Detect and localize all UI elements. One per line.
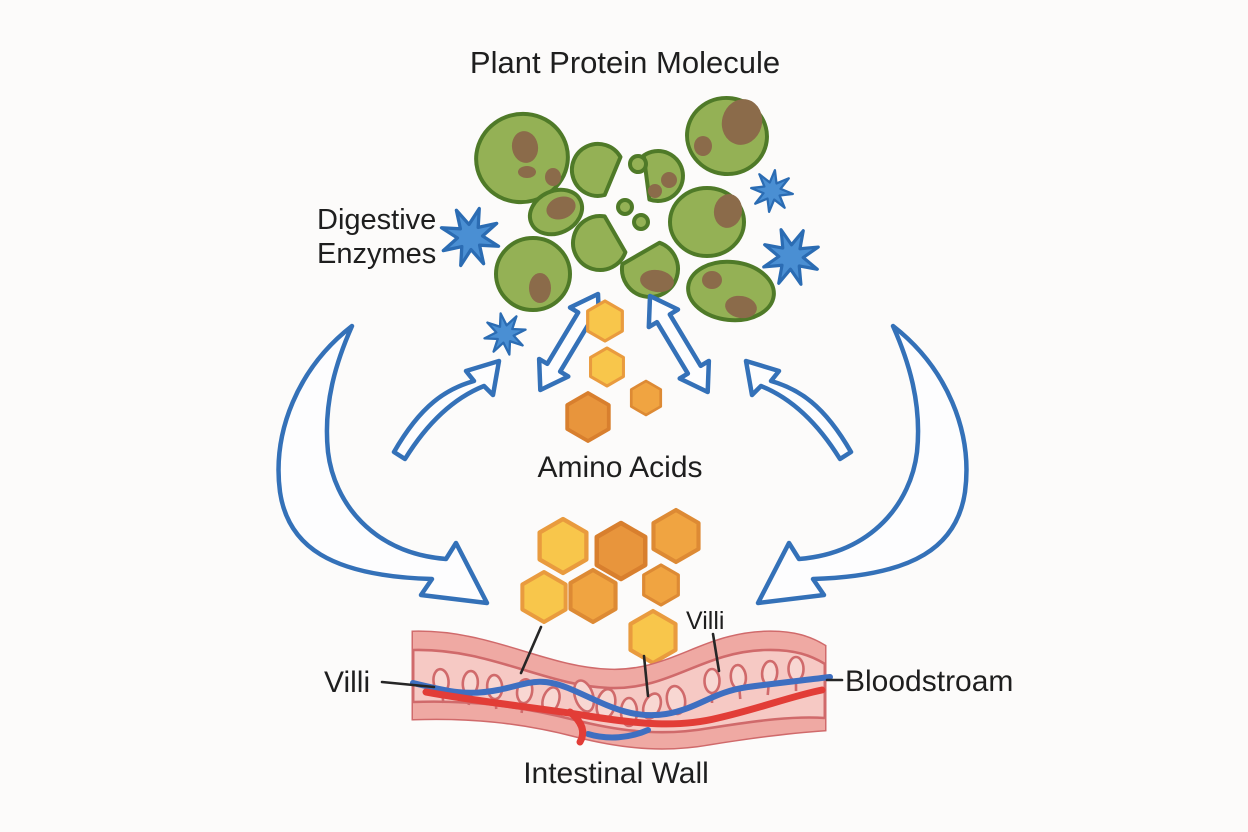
- amino-acid-hexagon: [630, 611, 675, 663]
- enzyme-star-icon: [478, 307, 532, 361]
- protein-spot: [661, 172, 677, 188]
- protein-fragment: [616, 198, 634, 216]
- villi-small-label: Villi: [686, 607, 724, 635]
- amino-acid-hexagon: [653, 510, 698, 562]
- protein-fragment: [632, 213, 650, 231]
- curved-arrow-up-right: [746, 361, 851, 459]
- red-vessel-branch: [566, 708, 587, 746]
- blue-vessel-branch: [585, 727, 651, 741]
- amino-acid-hexagon: [629, 379, 663, 417]
- protein-spot: [511, 131, 539, 163]
- wall-outer-strip-bottom: [413, 701, 825, 749]
- big-curved-arrow-right: [758, 326, 966, 603]
- leader-line: [519, 625, 543, 675]
- digestive-enzymes-line2: Enzymes: [317, 238, 436, 270]
- enzyme-star-icon: [747, 166, 797, 216]
- amino-acid-hexagon: [589, 346, 625, 388]
- protein-fragment: [569, 141, 623, 198]
- intestinal-wall: [410, 630, 833, 750]
- protein-spot: [546, 196, 576, 220]
- plant-protein-molecule-cluster: [474, 95, 776, 323]
- wall-inner-line-top: [412, 648, 826, 690]
- red-vessel: [422, 686, 826, 728]
- amino-acid-hexagon: [570, 570, 615, 622]
- villi-label: Villi: [324, 666, 370, 699]
- amino-acid-hexagon: [586, 299, 624, 343]
- digestive-enzymes-label: Digestive Enzymes: [317, 204, 436, 270]
- protein-blob: [494, 236, 572, 312]
- digestive-enzymes-line1: Digestive: [317, 204, 436, 236]
- protein-spot: [725, 295, 757, 319]
- amino-acid-hexagon: [642, 563, 680, 607]
- intestinal-wall-label: Intestinal Wall: [523, 757, 709, 790]
- protein-fragment: [628, 154, 648, 174]
- protein-spot: [640, 269, 674, 293]
- protein-spot: [529, 273, 551, 303]
- curved-arrow-up-left: [394, 361, 499, 459]
- bloodstream-label: Bloodstroam: [845, 665, 1013, 698]
- leader-line-villi-small: [711, 632, 721, 673]
- protein-spot: [518, 166, 536, 178]
- amino-acid-hexagon: [520, 570, 568, 624]
- leader-line-villi: [380, 680, 436, 689]
- leader-line: [642, 654, 650, 698]
- wall-outer-strip-top: [413, 631, 825, 689]
- protein-spot: [713, 194, 743, 228]
- protein-fragment: [571, 213, 628, 272]
- amino-acid-hexagon: [597, 523, 645, 579]
- amino-acids-label: Amino Acids: [537, 451, 702, 484]
- protein-spot: [545, 168, 561, 186]
- amino-acid-hexagons-lower: [520, 510, 698, 663]
- amino-acid-hexagon: [540, 519, 587, 573]
- protein-spot: [702, 271, 722, 289]
- big-curved-arrow-left: [279, 326, 487, 603]
- blue-vessel: [410, 674, 833, 719]
- protein-spot: [694, 136, 712, 156]
- protein-spot: [648, 184, 662, 198]
- diagram-title: Plant Protein Molecule: [470, 45, 780, 80]
- protein-spot: [721, 99, 763, 145]
- leader-lines: [380, 625, 844, 698]
- amino-acid-hexagon: [565, 391, 611, 443]
